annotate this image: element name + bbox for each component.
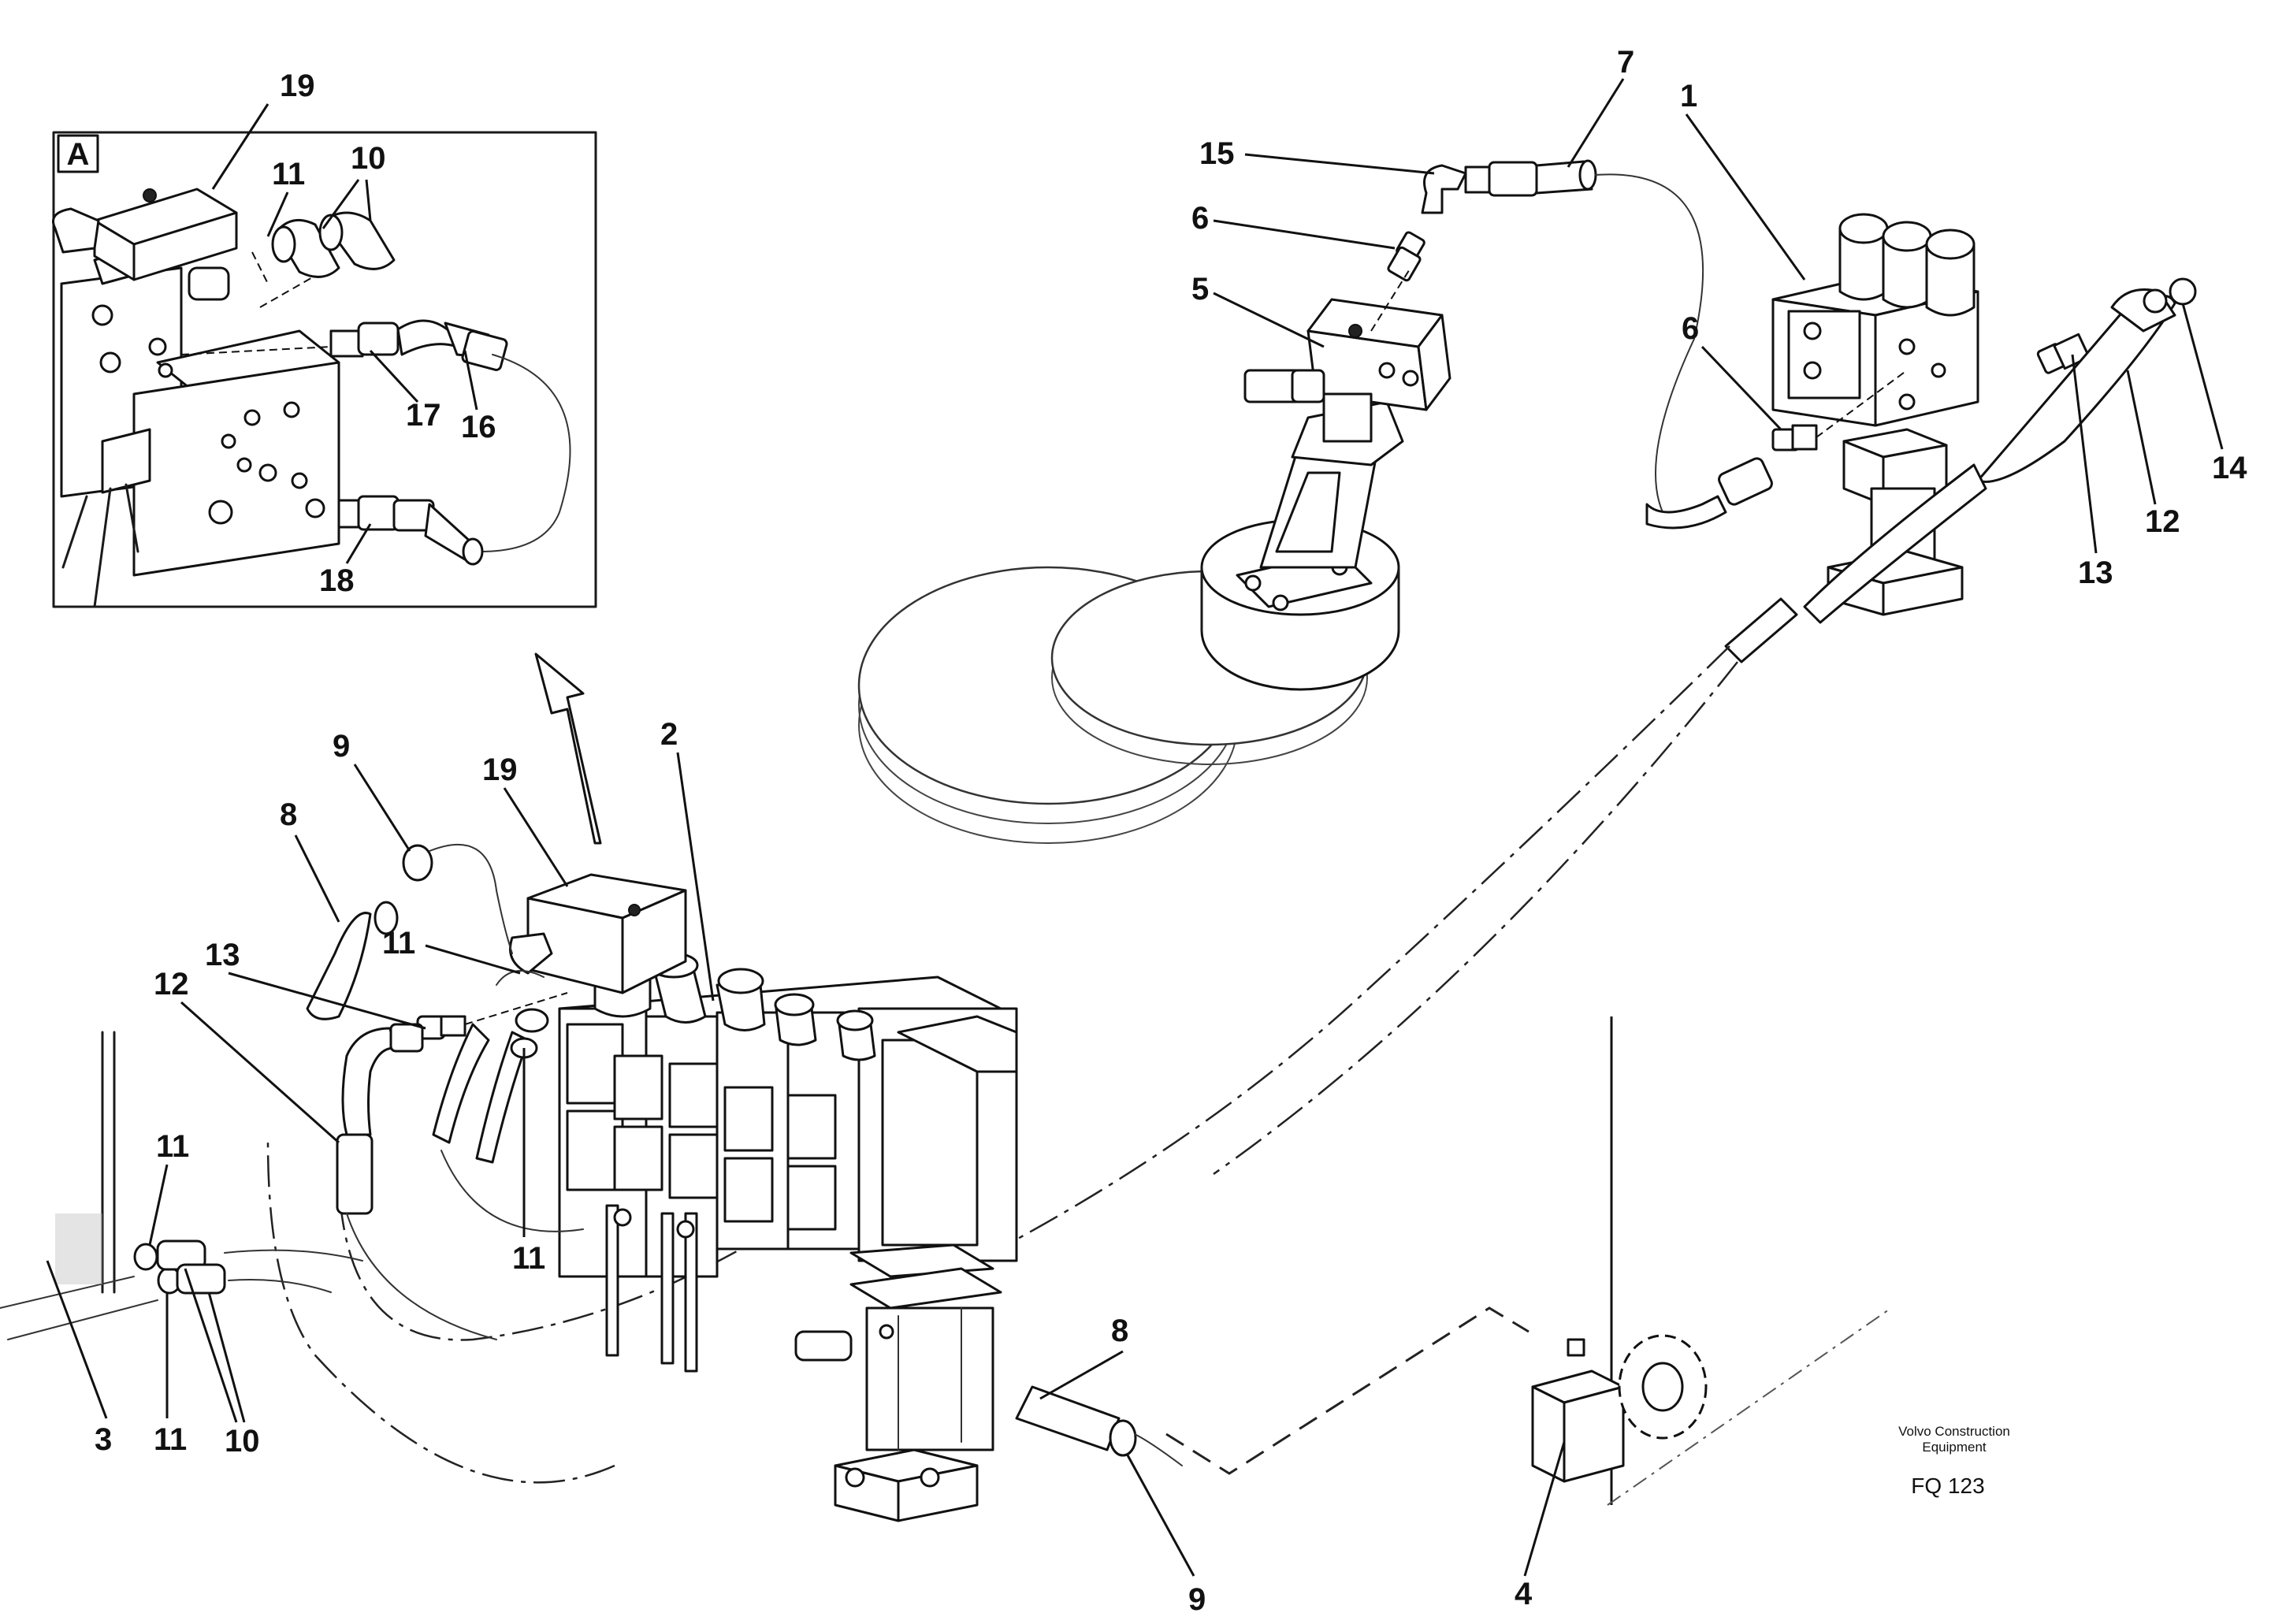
swing-motor-assembly bbox=[857, 298, 1451, 844]
callout-8-bottom: 8 bbox=[1111, 1314, 1128, 1348]
callout-1: 1 bbox=[1680, 79, 1697, 113]
inset-view-a: A bbox=[52, 69, 597, 608]
callout-8-left: 8 bbox=[280, 797, 297, 832]
view-arrow bbox=[534, 652, 602, 845]
callout-19: 19 bbox=[482, 753, 518, 787]
inset-label-11: 11 bbox=[272, 157, 305, 191]
inset-label-17: 17 bbox=[406, 398, 441, 433]
callout-13-right: 13 bbox=[2078, 556, 2113, 590]
callout-9-bottom: 9 bbox=[1188, 1582, 1206, 1617]
callout-11-mid: 11 bbox=[382, 926, 415, 961]
inset-label-10: 10 bbox=[351, 141, 386, 176]
callouts: 7 1 15 6 5 6 14 12 13 2 19 9 8 11 13 12 … bbox=[46, 45, 2247, 1617]
callout-11-wall-top: 11 bbox=[156, 1129, 189, 1164]
hose-12-right bbox=[1724, 277, 2197, 663]
pipe-routes bbox=[266, 645, 1892, 1506]
callout-13-left: 13 bbox=[205, 938, 240, 972]
callout-11-lower: 11 bbox=[512, 1241, 545, 1276]
inset-fittings bbox=[188, 211, 396, 308]
callout-12-right: 12 bbox=[2145, 504, 2180, 539]
callout-15: 15 bbox=[1199, 136, 1235, 171]
block-4 bbox=[1531, 1334, 1708, 1483]
inset-label-19: 19 bbox=[280, 69, 315, 103]
callout-11-wall-bottom: 11 bbox=[154, 1422, 187, 1457]
valve-bracket bbox=[834, 1267, 1002, 1522]
inset-label-18: 18 bbox=[319, 563, 355, 598]
footer: Volvo Construction Equipment FQ 123 bbox=[1898, 1424, 2010, 1498]
callout-6-right: 6 bbox=[1682, 311, 1699, 346]
callout-5: 5 bbox=[1191, 272, 1209, 307]
callout-12-left: 12 bbox=[154, 967, 189, 1002]
control-valve-2 bbox=[558, 930, 1018, 1373]
callout-4: 4 bbox=[1515, 1577, 1533, 1611]
view-letter: A bbox=[67, 137, 90, 172]
company-line-2: Equipment bbox=[1922, 1440, 1987, 1455]
callout-3: 3 bbox=[95, 1422, 112, 1457]
callout-7: 7 bbox=[1617, 45, 1634, 80]
left-hoses bbox=[0, 843, 1183, 1466]
callout-10: 10 bbox=[225, 1424, 260, 1459]
callout-2: 2 bbox=[660, 717, 678, 752]
inset-label-16: 16 bbox=[461, 410, 496, 444]
inset-hose-17-16 bbox=[329, 319, 571, 552]
inset-frame bbox=[52, 131, 597, 608]
drawing-code: FQ 123 bbox=[1911, 1473, 1984, 1498]
callout-6-top: 6 bbox=[1191, 201, 1209, 236]
callout-14: 14 bbox=[2212, 451, 2247, 485]
motor-fittings bbox=[1370, 159, 1773, 530]
callout-9-left: 9 bbox=[333, 729, 350, 764]
company-line-1: Volvo Construction bbox=[1898, 1424, 2010, 1439]
inset-fitting-18 bbox=[337, 495, 484, 566]
inset-solenoid-19 bbox=[52, 188, 238, 281]
view-letter-box bbox=[57, 134, 99, 173]
solenoid-19 bbox=[509, 873, 687, 994]
